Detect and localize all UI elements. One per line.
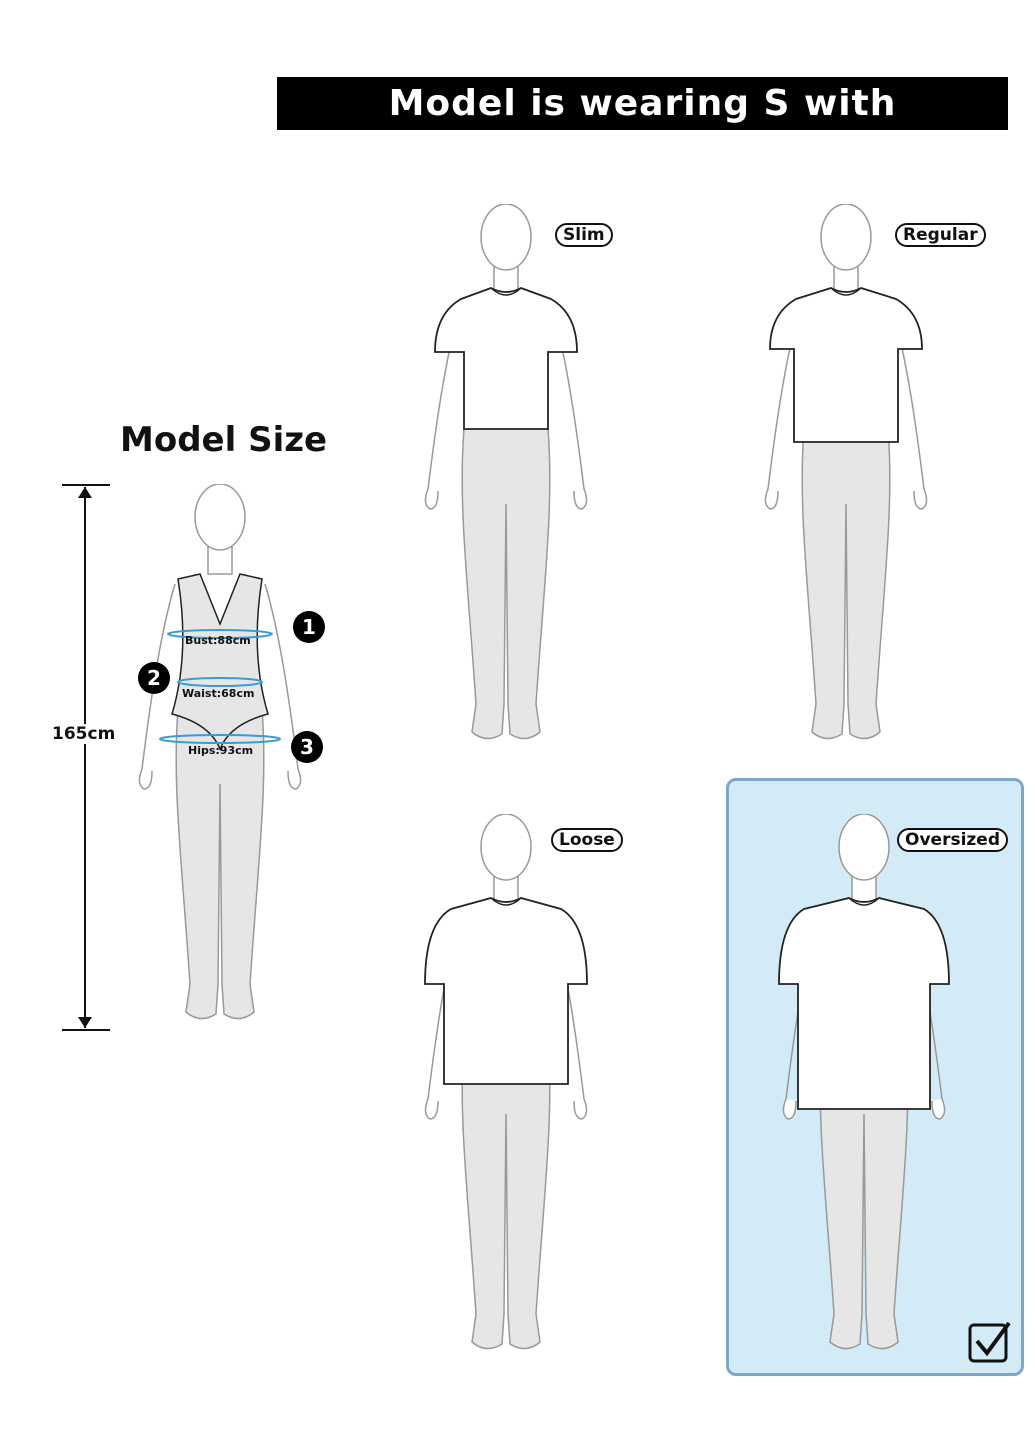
hands bbox=[764, 488, 928, 510]
model-wearing-banner: Model is wearing S with Oversized bbox=[277, 77, 1008, 177]
collar bbox=[490, 897, 522, 906]
measure-line-3 bbox=[159, 734, 281, 744]
number-badge-2: 2 bbox=[138, 662, 170, 694]
t-shirt bbox=[424, 897, 588, 1085]
collar bbox=[830, 287, 862, 296]
height-ruler bbox=[62, 484, 110, 1031]
head bbox=[480, 814, 532, 881]
legs bbox=[801, 428, 891, 740]
collar bbox=[490, 287, 522, 296]
t-shirt bbox=[434, 287, 578, 430]
slim-fit-figure bbox=[424, 204, 588, 740]
head bbox=[480, 204, 532, 271]
loose-fit-figure bbox=[424, 814, 588, 1350]
head bbox=[820, 204, 872, 271]
model-height: 165cm bbox=[52, 724, 116, 744]
legs bbox=[461, 428, 551, 740]
measure-line-1 bbox=[167, 629, 273, 639]
collar bbox=[848, 897, 880, 906]
fit-label-slim: Slim bbox=[555, 223, 613, 247]
number-badge-3: 3 bbox=[291, 731, 323, 763]
checkbox-checked-icon bbox=[968, 1321, 1011, 1363]
head bbox=[838, 814, 890, 881]
fit-label-regular: Regular bbox=[895, 223, 986, 247]
hips-measurement: Hips:93cm bbox=[188, 744, 254, 757]
t-shirt bbox=[769, 287, 923, 443]
legs bbox=[461, 1038, 551, 1350]
bust-measurement: Bust:88cm bbox=[185, 634, 251, 647]
regular-fit-figure bbox=[764, 204, 928, 740]
oversized-fit-figure bbox=[778, 814, 950, 1350]
model-figure bbox=[138, 484, 302, 1020]
hands bbox=[424, 1098, 588, 1120]
fit-label-oversized: Oversized bbox=[897, 828, 1008, 852]
hands bbox=[424, 488, 588, 510]
model-size-title: Model Size bbox=[120, 420, 328, 460]
hands bbox=[138, 768, 302, 790]
number-badge-1: 1 bbox=[293, 611, 325, 643]
legs bbox=[819, 1038, 909, 1350]
t-shirt bbox=[778, 897, 950, 1110]
fit-label-loose: Loose bbox=[551, 828, 623, 852]
hands bbox=[782, 1098, 946, 1120]
head bbox=[194, 484, 246, 551]
measure-line-2 bbox=[177, 677, 263, 687]
legs bbox=[175, 708, 265, 1020]
waist-measurement: Waist:68cm bbox=[182, 687, 255, 700]
